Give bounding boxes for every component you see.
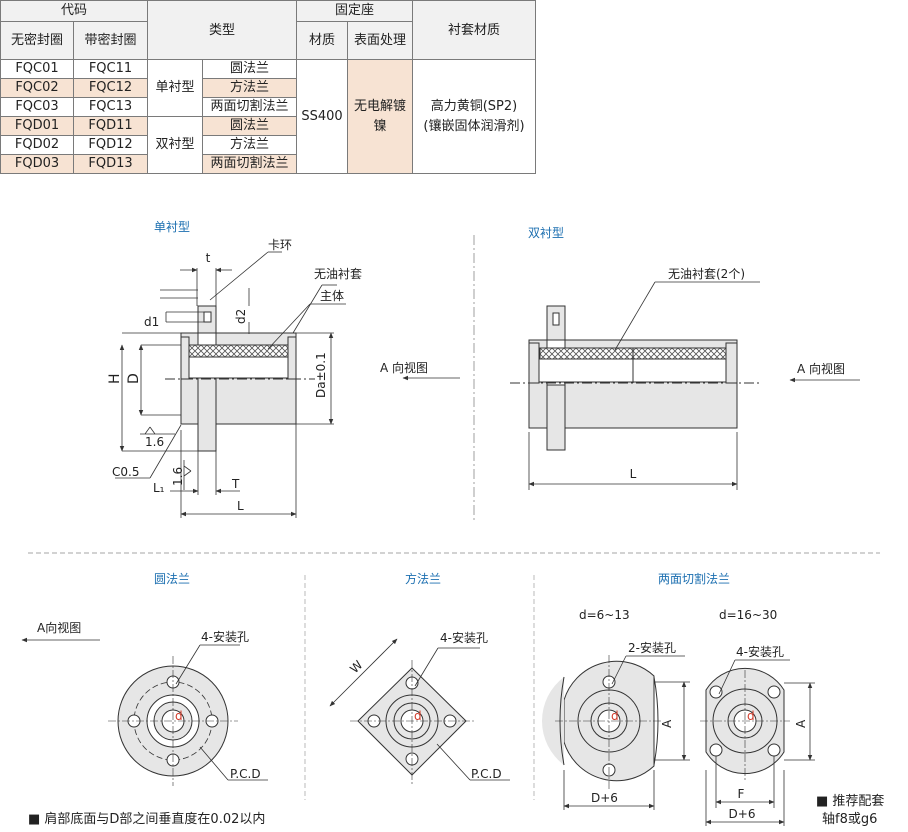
single-type-title: 单衬型 bbox=[154, 220, 190, 234]
single-type-labels: t 卡环 无油衬套 主体 d1 d2 H D Da±0.1 A 向视图 1.6 … bbox=[107, 238, 428, 513]
label-oilless-bushing: 无油衬套 bbox=[314, 267, 362, 281]
label-a-large: A bbox=[794, 719, 808, 728]
label-Da: Da±0.1 bbox=[314, 352, 328, 398]
cell-code: FQD01 bbox=[0, 116, 74, 136]
cell-code: FQD11 bbox=[73, 116, 148, 136]
header-no-seal: 无密封圈 bbox=[0, 21, 74, 60]
title-square-flange: 方法兰 bbox=[405, 571, 441, 586]
label-d1: d1 bbox=[144, 315, 159, 329]
note-recommend-shaft: 轴f8或g6 bbox=[822, 812, 878, 827]
header-bushing-material: 衬套材质 bbox=[412, 0, 536, 60]
double-type-labels: 无油衬套(2个) L A 向视图 bbox=[630, 267, 845, 481]
cell-code: FQD12 bbox=[73, 135, 148, 155]
bushing-line-2: (镶嵌固体润滑剂) bbox=[423, 118, 525, 134]
spec-table: 代码 类型 固定座 衬套材质 无密封圈 带密封圈 材质 表面处理 FQC01 F… bbox=[0, 0, 536, 174]
label-f-large: F bbox=[738, 787, 745, 801]
label-a-small: A bbox=[660, 719, 674, 728]
header-surface: 表面处理 bbox=[347, 21, 413, 60]
double-type-dimensions bbox=[528, 281, 760, 490]
label-roughness-2: 1.6 bbox=[171, 467, 185, 486]
label-d-small: d bbox=[611, 709, 619, 723]
label-holes-cut-2: 2-安装孔 bbox=[628, 640, 676, 655]
cell-double-type: 双衬型 bbox=[147, 116, 203, 174]
label-D: D bbox=[126, 373, 142, 384]
cell-surface: 无电解镀镍 bbox=[347, 59, 413, 174]
header-code: 代码 bbox=[0, 0, 148, 22]
label-L-double: L bbox=[630, 467, 637, 481]
label-dplus6-small: D+6 bbox=[591, 791, 618, 805]
cut-flange-large-drawing bbox=[700, 659, 815, 826]
cell-material: SS400 bbox=[296, 59, 348, 174]
label-a-view-3: A向视图 bbox=[37, 620, 81, 635]
square-flange-drawing bbox=[329, 638, 510, 785]
cut-flange-large-labels: 4-安装孔 A F D+6 d bbox=[729, 644, 808, 821]
note-perpendicularity: ■ 肩部底面与D部之间垂直度在0.02以内 bbox=[28, 812, 266, 827]
header-with-seal: 带密封圈 bbox=[73, 21, 148, 60]
label-body: 主体 bbox=[320, 289, 344, 303]
cell-code: FQD13 bbox=[73, 154, 148, 174]
cell-code: FQC01 bbox=[0, 59, 74, 79]
label-dplus6-large: D+6 bbox=[729, 807, 756, 821]
double-type-title: 双衬型 bbox=[528, 226, 564, 240]
label-roughness-1: 1.6 bbox=[145, 435, 164, 449]
cut-flange-range-labels: d=6~13 d=16~30 bbox=[579, 608, 777, 622]
label-t: t bbox=[206, 251, 211, 265]
single-type-drawing bbox=[165, 305, 315, 452]
title-round-flange: 圆法兰 bbox=[154, 572, 190, 586]
cell-flange: 方法兰 bbox=[202, 78, 297, 98]
label-L: L bbox=[237, 499, 244, 513]
label-d-round: d bbox=[175, 709, 183, 723]
single-type-dimensions bbox=[115, 251, 346, 518]
label-range-large: d=16~30 bbox=[719, 608, 777, 622]
label-snap-ring: 卡环 bbox=[268, 238, 292, 252]
bushing-line-1: 高力黄铜(SP2) bbox=[430, 98, 518, 114]
cell-flange: 两面切割法兰 bbox=[202, 154, 297, 174]
label-c05: C0.5 bbox=[112, 465, 139, 479]
double-type-drawing bbox=[510, 305, 760, 451]
cell-bushing: 高力黄铜(SP2) (镶嵌固体润滑剂) bbox=[412, 59, 536, 174]
round-flange-labels: 4-安装孔 P.C.D d bbox=[175, 629, 261, 781]
header-material: 材质 bbox=[296, 21, 348, 60]
label-oilless-bushing-2: 无油衬套(2个) bbox=[668, 267, 745, 281]
flange-titles: 圆法兰 方法兰 两面切割法兰 bbox=[154, 571, 730, 586]
cut-flange-small-labels: 2-安装孔 A D+6 d bbox=[591, 640, 676, 805]
label-d-square: d bbox=[414, 709, 422, 723]
label-pcd-round: P.C.D bbox=[230, 767, 261, 781]
label-pcd-square: P.C.D bbox=[471, 767, 502, 781]
label-L1: L₁ bbox=[153, 481, 165, 495]
label-holes-square: 4-安装孔 bbox=[440, 630, 488, 645]
square-flange-labels: 4-安装孔 W P.C.D d bbox=[347, 630, 501, 781]
note-recommend-title: ■ 推荐配套 bbox=[816, 794, 885, 809]
cell-code: FQD03 bbox=[0, 154, 74, 174]
title-cut-flange: 两面切割法兰 bbox=[658, 571, 730, 586]
cell-code: FQC13 bbox=[73, 97, 148, 117]
cell-code: FQC12 bbox=[73, 78, 148, 98]
label-a-view-1: A 向视图 bbox=[380, 360, 428, 375]
label-d2: d2 bbox=[234, 309, 248, 324]
label-H: H bbox=[107, 373, 123, 384]
label-T: T bbox=[231, 477, 240, 491]
round-flange-drawing bbox=[108, 644, 268, 786]
label-a-view-2: A 向视图 bbox=[797, 361, 845, 376]
label-d-large: d bbox=[747, 709, 755, 723]
label-holes-round: 4-安装孔 bbox=[201, 629, 249, 644]
label-holes-cut-4: 4-安装孔 bbox=[736, 644, 784, 659]
label-range-small: d=6~13 bbox=[579, 608, 630, 622]
cut-flange-small-drawing bbox=[542, 655, 690, 810]
